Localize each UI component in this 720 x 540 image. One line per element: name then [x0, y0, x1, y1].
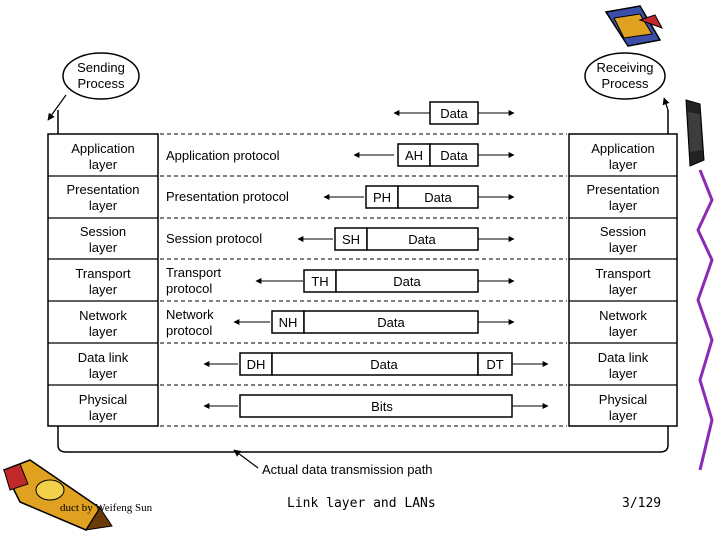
bits-label: Bits: [371, 399, 393, 414]
footer-page-number: 3/129: [622, 496, 662, 511]
process-bracket: [57, 110, 669, 453]
receiver-layer-name: Session: [600, 224, 646, 239]
pencil-clipart-bottom-icon: [2, 459, 113, 531]
layer-separators: [160, 133, 567, 427]
transmission-path-arrow: [233, 449, 259, 469]
footer-title: Link layer and LANs: [287, 496, 436, 511]
header-label: DH: [247, 357, 266, 372]
protocol-arrows-right: [478, 110, 549, 409]
data-label: Data: [370, 357, 398, 372]
top-data-unit: Data: [429, 101, 479, 125]
receiver-layer-suffix: layer: [609, 157, 638, 172]
protocol-label: Network: [166, 307, 214, 322]
header-label: TH: [311, 274, 328, 289]
receiver-layer-suffix: layer: [609, 408, 638, 423]
protocol-label: protocol: [166, 323, 212, 338]
receiver-layer-name: Physical: [599, 392, 648, 407]
header-label: PH: [373, 190, 391, 205]
presentation-packet: PH Data: [365, 185, 479, 209]
sender-layer-name: Session: [80, 224, 126, 239]
data-label: Data: [408, 232, 436, 247]
protocol-arrows: [203, 152, 394, 409]
receiver-layer-suffix: layer: [609, 366, 638, 381]
receiver-layer-name: Network: [599, 308, 647, 323]
network-packet: NH Data: [271, 310, 479, 334]
sender-layer-suffix: layer: [89, 157, 118, 172]
protocol-label: Transport: [166, 265, 222, 280]
sending-process-line1: Sending: [77, 60, 125, 75]
data-label: Data: [393, 274, 421, 289]
session-packet: SH Data: [334, 227, 479, 251]
sender-layer-suffix: layer: [89, 282, 118, 297]
sender-layer-name: Physical: [79, 392, 128, 407]
receiver-layer-suffix: layer: [609, 240, 638, 255]
sender-layer-suffix: layer: [89, 198, 118, 213]
protocol-label: Session protocol: [166, 231, 262, 246]
pencil-clipart-top-icon: [604, 5, 664, 47]
sender-layer-name: Data link: [78, 350, 129, 365]
data-label: Data: [377, 315, 405, 330]
sending-process: Sending Process: [62, 52, 140, 100]
receiver-layer-name: Presentation: [587, 182, 660, 197]
header-label: SH: [342, 232, 360, 247]
sender-layer-name: Network: [79, 308, 127, 323]
sender-layer-name: Presentation: [67, 182, 140, 197]
top-data-label: Data: [440, 106, 468, 121]
receiver-layer-name: Transport: [595, 266, 651, 281]
header-label: NH: [279, 315, 298, 330]
receiver-layer-suffix: layer: [609, 282, 638, 297]
data-label: Data: [440, 148, 468, 163]
sender-layer-suffix: layer: [89, 408, 118, 423]
receiving-process-line2: Process: [602, 76, 649, 91]
receiver-layer-suffix: layer: [609, 324, 638, 339]
sender-layer-suffix: layer: [89, 240, 118, 255]
receiving-process-line1: Receiving: [596, 60, 653, 75]
header-label: AH: [405, 148, 423, 163]
footer-author: duct by Weifeng Sun: [60, 502, 153, 514]
receiver-layer-suffix: layer: [609, 198, 638, 213]
receiving-process: Receiving Process: [584, 52, 666, 100]
sender-layer-name: Transport: [75, 266, 131, 281]
sending-process-line2: Process: [78, 76, 125, 91]
sending-arrow: [47, 94, 67, 121]
receiver-layer-name: Application: [591, 141, 655, 156]
sender-layer-suffix: layer: [89, 366, 118, 381]
trailer-label: DT: [486, 357, 503, 372]
application-packet: AH Data: [397, 143, 479, 167]
receiver-layer-stack: Application layer Presentation layer Ses…: [568, 133, 678, 427]
protocol-label: protocol: [166, 281, 212, 296]
data-link-frame: DH Data DT: [239, 352, 513, 376]
protocol-label: Presentation protocol: [166, 189, 289, 204]
pencil-clipart-right-icon: [685, 99, 714, 471]
transport-packet: TH Data: [303, 269, 479, 293]
sender-layer-stack: Application layer Presentation layer Ses…: [47, 133, 159, 427]
data-label: Data: [424, 190, 452, 205]
sender-layer-suffix: layer: [89, 324, 118, 339]
transmission-path-label: Actual data transmission path: [262, 462, 433, 477]
receiving-arrow: [662, 97, 670, 111]
protocol-label: Application protocol: [166, 148, 280, 163]
sender-layer-name: Application: [71, 141, 135, 156]
receiver-layer-name: Data link: [598, 350, 649, 365]
physical-bits: Bits: [239, 394, 513, 418]
